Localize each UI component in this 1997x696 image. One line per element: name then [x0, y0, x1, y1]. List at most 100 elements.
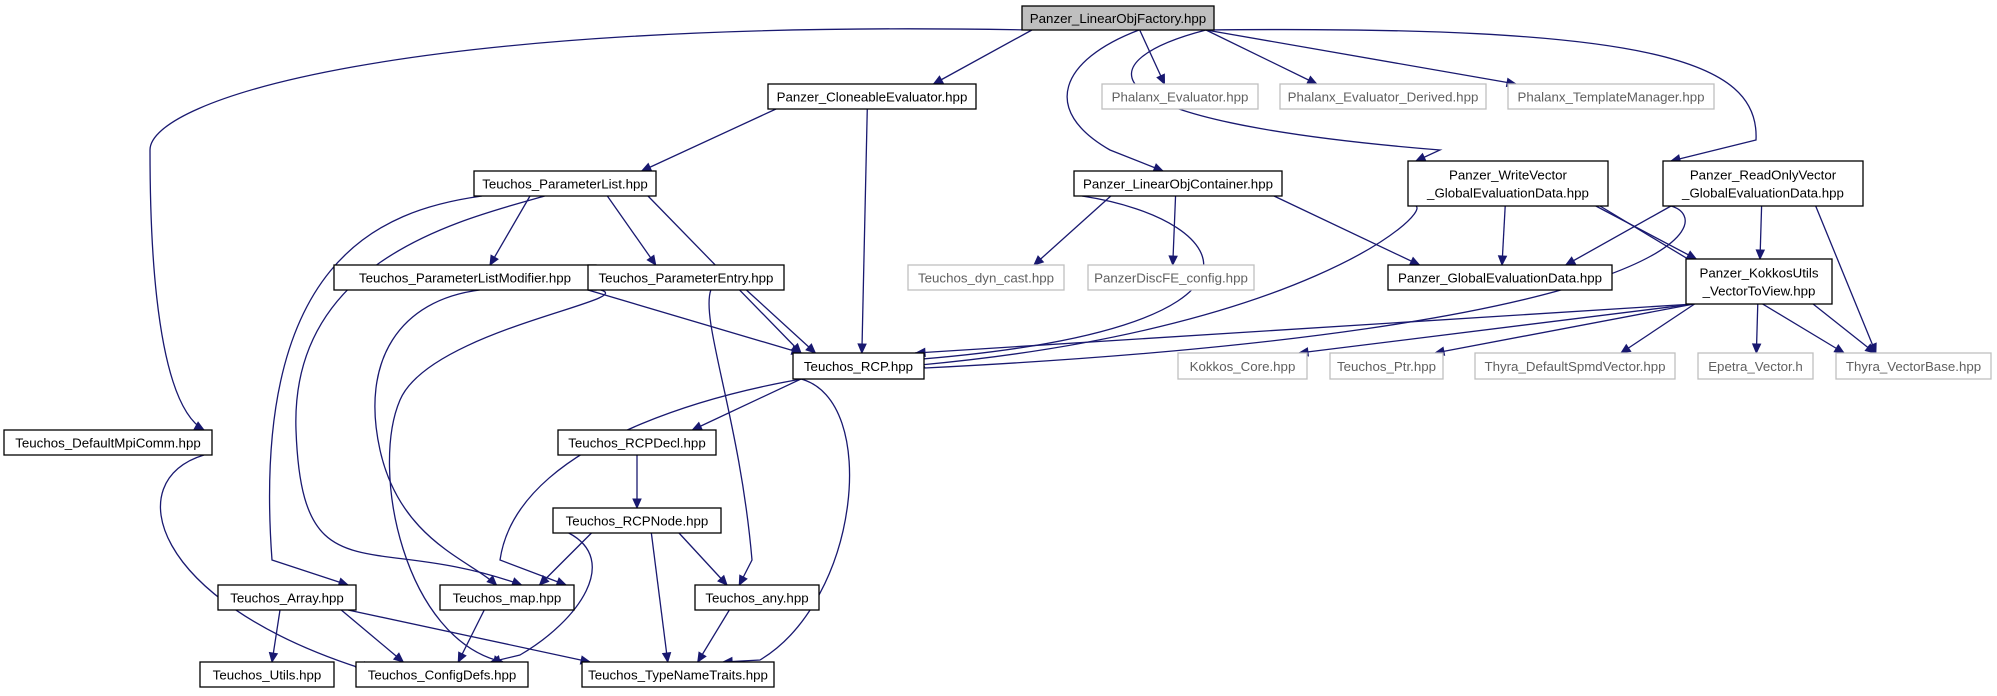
node-cloneable[interactable]: Panzer_CloneableEvaluator.hpp: [767, 83, 977, 110]
edge-kokkosutils-to-rcp: [915, 303, 1695, 354]
edge-writevec-to-globaleval: [1501, 205, 1506, 266]
arrowhead-readvec-to-globaleval: [1564, 256, 1577, 266]
arrowhead-linobjcont-to-dyncast: [1033, 255, 1045, 266]
node-mpicomm[interactable]: Teuchos_DefaultMpiComm.hpp: [3, 429, 213, 456]
node-box: [1279, 83, 1487, 110]
node-utils[interactable]: Teuchos_Utils.hpp: [199, 661, 335, 688]
node-box: [473, 170, 657, 197]
node-label: Panzer_KokkosUtils: [1700, 266, 1819, 281]
node-configdefs[interactable]: Teuchos_ConfigDefs.hpp: [355, 661, 529, 688]
node-box: [1697, 352, 1814, 380]
edge-readvec-to-globaleval: [1565, 205, 1672, 266]
edge-plmod-to-rcp: [587, 289, 802, 354]
node-box: [1087, 264, 1255, 291]
node-globaleval[interactable]: Panzer_GlobalEvaluationData.hpp: [1387, 264, 1613, 291]
node-layer: Panzer_LinearObjFactory.hppPanzer_Clonea…: [3, 5, 1992, 688]
edge-rcpnode-to-map: [539, 532, 592, 586]
node-label: Teuchos_RCP.hpp: [804, 359, 913, 374]
node-box: [1507, 83, 1715, 110]
node-map[interactable]: Teuchos_map.hpp: [439, 584, 575, 611]
node-label: Kokkos_Core.hpp: [1190, 359, 1296, 374]
node-label: Teuchos_map.hpp: [453, 591, 562, 606]
edge-rcp-to-typenametraits: [723, 378, 851, 663]
node-label: Thyra_DefaultSpmdVector.hpp: [1484, 359, 1665, 374]
edge-linobjcont-to-dyncast: [1033, 195, 1112, 266]
node-box: [333, 264, 597, 291]
node-rcpnode[interactable]: Teuchos_RCPNode.hpp: [552, 507, 722, 534]
node-box: [1101, 83, 1259, 110]
arrowhead-pentry-to-rcp: [805, 343, 817, 354]
arrowhead-root-to-ph_deriv: [1306, 75, 1318, 85]
node-kokkosutils[interactable]: Panzer_KokkosUtils_VectorToView.hpp: [1685, 258, 1833, 305]
node-box: [3, 429, 213, 456]
arrowhead-rcpnode-to-typenametraits: [661, 651, 672, 664]
edge-rcpnode-to-typenametraits: [650, 532, 669, 663]
edge-paramlist-to-array: [268, 195, 483, 586]
node-box: [1021, 5, 1215, 31]
edge-plmod-to-map: [374, 289, 497, 586]
node-box: [217, 584, 357, 611]
arrowhead-writevec-to-globaleval: [1497, 255, 1508, 267]
arrowhead-plmod-to-map: [486, 575, 498, 586]
node-rcpdecl[interactable]: Teuchos_RCPDecl.hpp: [557, 429, 717, 456]
node-label: Panzer_CloneableEvaluator.hpp: [777, 90, 968, 105]
node-paramlist[interactable]: Teuchos_ParameterList.hpp: [473, 170, 657, 197]
edge-kokkosutils-to-spmd: [1620, 303, 1695, 354]
edge-rcpnode-to-configdefs: [490, 532, 593, 663]
node-label: Teuchos_ConfigDefs.hpp: [368, 668, 517, 683]
node-root[interactable]: Panzer_LinearObjFactory.hpp: [1021, 5, 1215, 31]
node-dyncast: Teuchos_dyn_cast.hpp: [907, 264, 1065, 291]
node-box: [1662, 160, 1864, 207]
node-label: _GlobalEvaluationData.hpp: [1681, 186, 1844, 201]
node-label: Panzer_WriteVector: [1449, 168, 1568, 183]
edge-rcp-to-map: [499, 378, 802, 586]
node-box: [587, 264, 785, 291]
edge-array-to-configdefs: [340, 609, 404, 663]
node-spmd: Thyra_DefaultSpmdVector.hpp: [1474, 352, 1676, 380]
edge-array-to-typenametraits: [347, 609, 591, 663]
arrowhead-writevec-to-vecbase: [1833, 344, 1846, 354]
node-array[interactable]: Teuchos_Array.hpp: [217, 584, 357, 611]
node-box: [1407, 160, 1609, 207]
edge-root-to-linobjcont: [1066, 29, 1164, 172]
node-typenametraits[interactable]: Teuchos_TypeNameTraits.hpp: [581, 661, 775, 688]
node-any[interactable]: Teuchos_any.hpp: [694, 584, 820, 611]
edge-pentry-to-rcp: [745, 289, 816, 354]
node-ptr: Teuchos_Ptr.hpp: [1329, 352, 1444, 380]
edge-paramlist-to-pentry: [606, 195, 657, 266]
node-linobjcont[interactable]: Panzer_LinearObjContainer.hpp: [1073, 170, 1283, 197]
node-label: Teuchos_ParameterList.hpp: [482, 177, 648, 192]
node-label: Teuchos_Ptr.hpp: [1337, 359, 1436, 374]
edge-cloneable-to-rcp: [861, 108, 868, 354]
node-readvec[interactable]: Panzer_ReadOnlyVector_GlobalEvaluationDa…: [1662, 160, 1864, 207]
node-label: Phalanx_Evaluator.hpp: [1112, 90, 1249, 105]
node-label: Panzer_GlobalEvaluationData.hpp: [1398, 271, 1602, 286]
edge-root-to-ph_tm: [1205, 29, 1517, 85]
arrowhead-map-to-configdefs: [457, 651, 467, 664]
node-box: [552, 507, 722, 534]
node-box: [1387, 264, 1613, 291]
edge-root-to-readvec: [1205, 28, 1757, 162]
node-epetra: Epetra_Vector.h: [1697, 352, 1814, 380]
node-label: Teuchos_TypeNameTraits.hpp: [588, 668, 768, 683]
node-box: [1835, 352, 1992, 380]
node-box: [199, 661, 335, 688]
node-rcp[interactable]: Teuchos_RCP.hpp: [792, 352, 925, 380]
node-pentry[interactable]: Teuchos_ParameterEntry.hpp: [587, 264, 785, 291]
arrowhead-rcpnode-to-map: [538, 574, 550, 586]
edge-readvec-to-vecbase: [1815, 205, 1877, 354]
node-box: [694, 584, 820, 611]
edge-pentry-to-configdefs: [388, 289, 606, 663]
edge-any-to-typenametraits: [697, 609, 730, 663]
arrowhead-array-to-utils: [268, 651, 279, 664]
edge-kokkosutils-to-kokkoscore: [1298, 303, 1695, 354]
node-ph_eval: Phalanx_Evaluator.hpp: [1101, 83, 1259, 110]
node-vecbase: Thyra_VectorBase.hpp: [1835, 352, 1992, 380]
node-label: Teuchos_DefaultMpiComm.hpp: [15, 436, 201, 451]
node-box: [907, 264, 1065, 291]
node-plmod[interactable]: Teuchos_ParameterListModifier.hpp: [333, 264, 597, 291]
node-writevec[interactable]: Panzer_WriteVector_GlobalEvaluationData.…: [1407, 160, 1609, 207]
edge-cloneable-to-paramlist: [641, 108, 777, 172]
node-box: [355, 661, 529, 688]
